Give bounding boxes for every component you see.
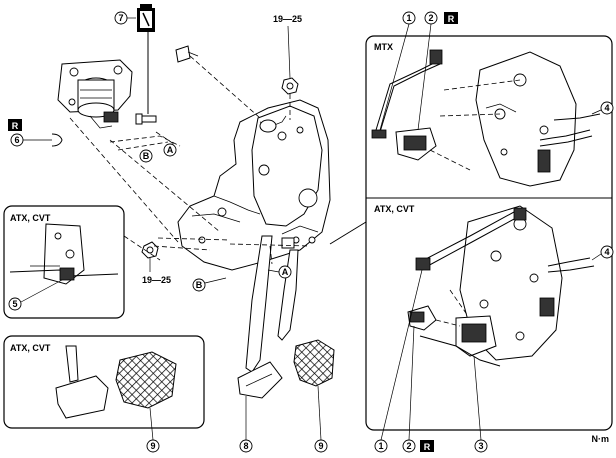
callout-3: 3: [473, 355, 488, 453]
svg-text:1: 1: [378, 441, 383, 451]
svg-text:ATX, CVT: ATX, CVT: [10, 213, 51, 223]
callout-1-bottom: 1: [374, 269, 423, 453]
callout-1-top: 1: [379, 11, 416, 131]
callout-2-bottom: 2: [402, 325, 416, 453]
svg-text:9: 9: [150, 441, 155, 451]
svg-text:2: 2: [406, 441, 411, 451]
callout-A-bottom: A: [267, 265, 292, 279]
svg-text:4: 4: [604, 247, 609, 257]
svg-text:6: 6: [14, 135, 19, 145]
svg-text:7: 7: [118, 13, 123, 23]
pedal-pad-center: [293, 339, 335, 387]
svg-text:5: 5: [12, 299, 17, 309]
svg-text:1: 1: [406, 13, 411, 23]
bolt-top: [175, 45, 199, 63]
pedal-bracket: [177, 99, 331, 271]
unit-label: N·m: [592, 434, 610, 444]
svg-text:B: B: [196, 280, 203, 290]
dashed-guides: [69, 55, 311, 265]
inset-atx-cvt-bottom: ATX, CVT 9: [3, 335, 205, 453]
callout-7: 7: [114, 11, 136, 25]
inset-connector: [329, 221, 367, 245]
bolt: [135, 113, 157, 125]
replace-mark-bottom: R: [420, 440, 434, 452]
replace-mark-top: R: [444, 12, 458, 24]
svg-text:R: R: [12, 121, 19, 131]
callout-B-top: B: [139, 149, 153, 163]
torque-mid: 19—25: [142, 275, 171, 285]
callout-6: 6: [10, 133, 63, 147]
callout-9-center: 9: [314, 385, 328, 453]
clutch-pedal: [277, 249, 299, 341]
inset-right: MTX ATX, CVT: [365, 35, 613, 431]
svg-text:MTX: MTX: [374, 42, 393, 52]
switch-bracket: [57, 59, 133, 129]
grease-tube-icon: [137, 4, 155, 32]
svg-text:B: B: [143, 151, 150, 161]
callout-B-bottom: B: [192, 277, 227, 292]
callout-4-top: 4: [591, 101, 614, 115]
svg-text:4: 4: [604, 103, 609, 113]
replace-mark-left: R: [8, 119, 22, 131]
brake-pedal: [237, 235, 283, 399]
svg-text:ATX, CVT: ATX, CVT: [374, 204, 415, 214]
callout-8: 8: [239, 396, 253, 453]
svg-text:9: 9: [318, 441, 323, 451]
svg-text:A: A: [167, 145, 174, 155]
nut-top: [281, 77, 299, 95]
callout-2-top: 2: [417, 11, 438, 131]
svg-text:3: 3: [478, 441, 483, 451]
inset-atx-cvt-top: ATX, CVT 5: [3, 205, 125, 319]
svg-text:R: R: [448, 14, 455, 24]
leader-torque-top: [287, 25, 291, 79]
callout-4-bottom: 4: [591, 245, 614, 261]
callout-A-top: A: [163, 143, 177, 157]
svg-text:R: R: [424, 442, 431, 452]
svg-text:A: A: [282, 267, 289, 277]
svg-text:8: 8: [243, 441, 248, 451]
ref-markers-top: [109, 135, 181, 151]
torque-top: 19—25: [273, 14, 302, 24]
svg-text:ATX, CVT: ATX, CVT: [10, 343, 51, 353]
svg-text:2: 2: [428, 13, 433, 23]
